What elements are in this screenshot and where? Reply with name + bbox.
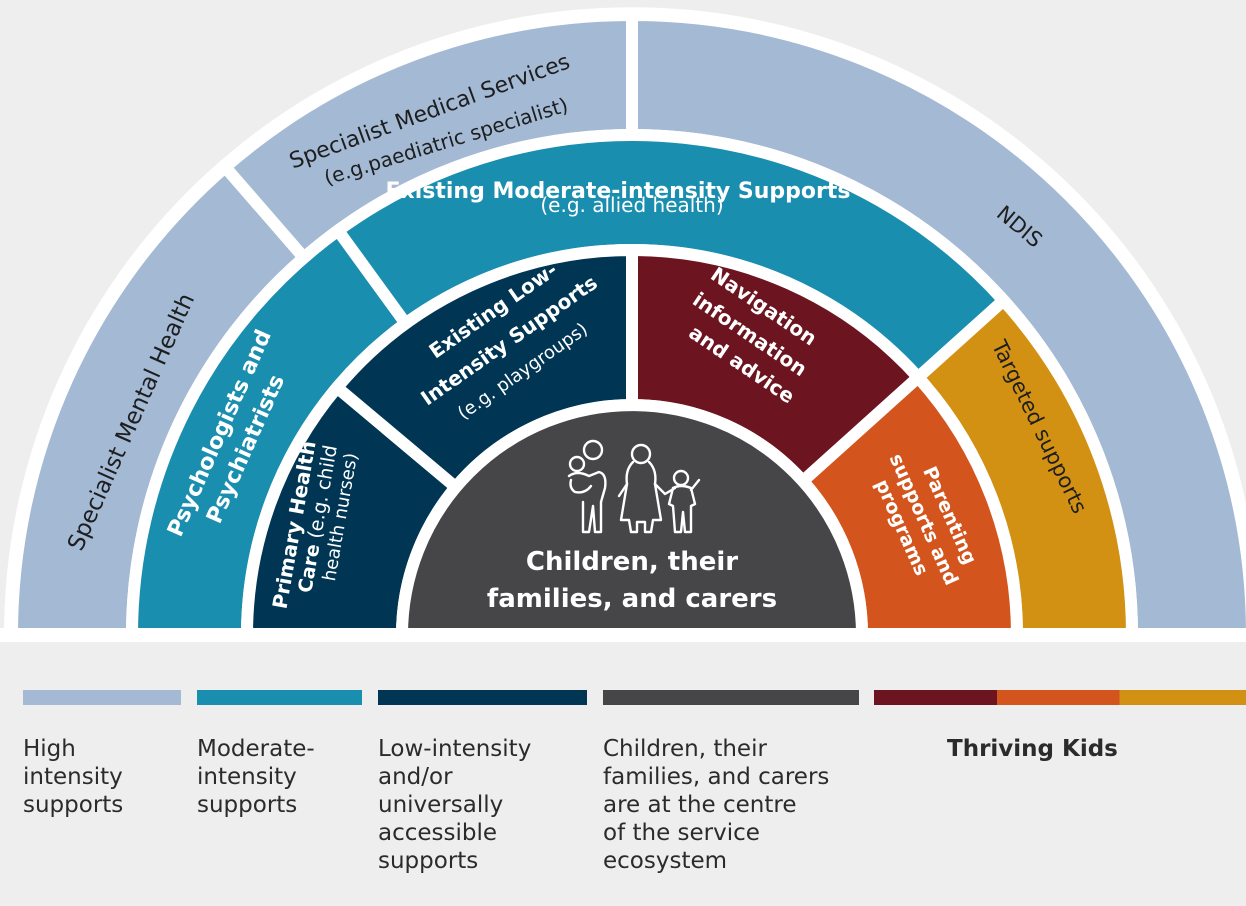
- centre-title-line1: Children, their: [526, 547, 738, 577]
- legend-bar-thriving-kids: [874, 690, 1246, 705]
- legend-bar-high: [23, 690, 181, 705]
- legend-thriving-kids: Thriving Kids: [947, 736, 1118, 762]
- label-existing-moderate-sub: (e.g. allied health): [540, 193, 723, 217]
- baseline-strip: [0, 628, 1246, 642]
- legend-low-intensity: Low-intensity and/or universally accessi…: [378, 736, 532, 874]
- legend-centre: Children, their families, and carers are…: [603, 736, 830, 874]
- legend-bar-centre: [603, 690, 859, 705]
- segment-centre: [395, 399, 869, 641]
- legend-high-intensity: High intensity supports: [23, 736, 124, 818]
- centre-title-line2: families, and carers: [487, 584, 777, 614]
- family-icon: [567, 439, 701, 534]
- legend-moderate-intensity: Moderate- intensity supports: [197, 736, 315, 818]
- legend-bar-low: [378, 690, 587, 705]
- diagram-rings: [4, 7, 1246, 641]
- label-existing-moderate: Existing Moderate-intensity Supports: [386, 179, 851, 204]
- legend-bar-moderate: [197, 690, 362, 705]
